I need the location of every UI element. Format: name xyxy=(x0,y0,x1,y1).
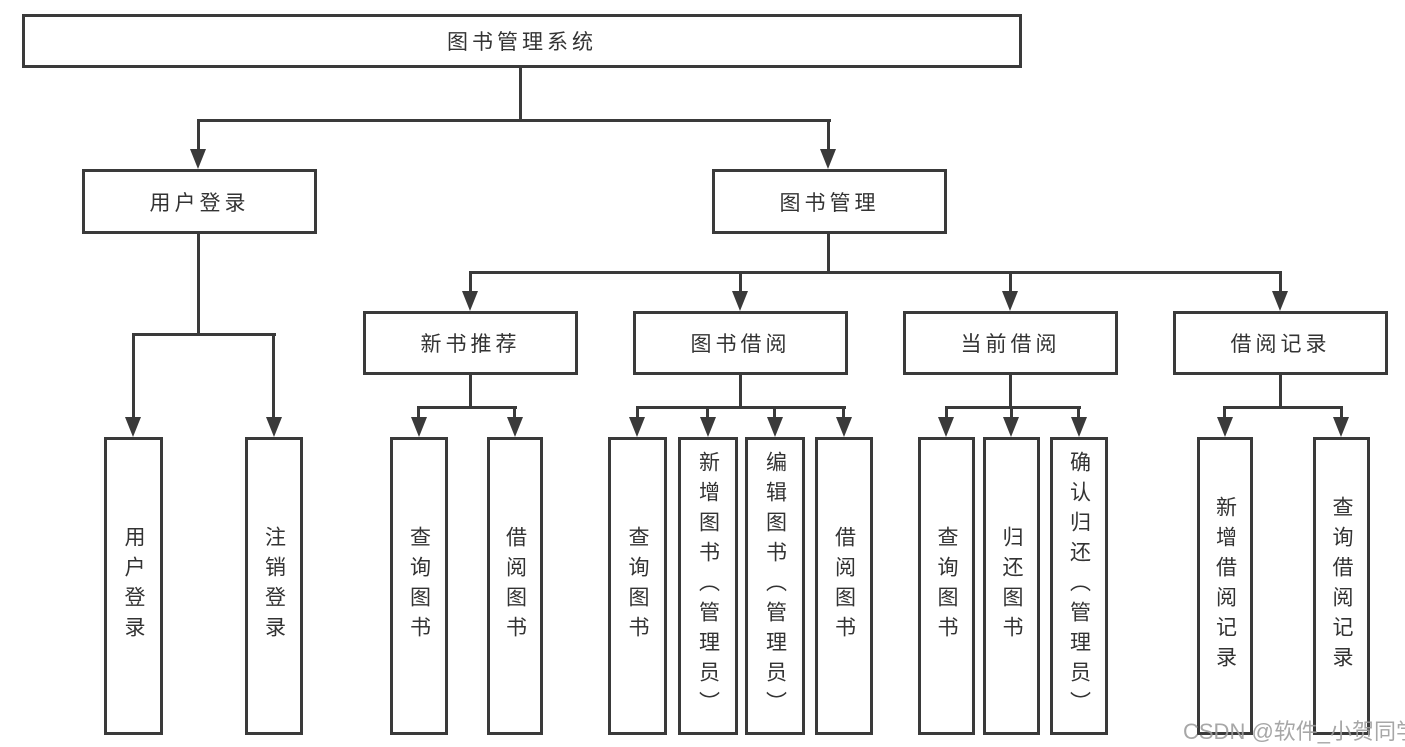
leaf-user-login: 用户登录 xyxy=(104,437,163,735)
arrowhead-borrow-records-leaf1 xyxy=(1217,417,1233,437)
connector-current-borrow-leaf3 xyxy=(1077,406,1080,419)
connector-to-leaf-logout xyxy=(272,333,275,418)
arrowhead-current-borrow-leaf1 xyxy=(938,417,954,437)
leaf-current-query: 查询图书 xyxy=(918,437,975,735)
leaf-current-confirm-admin: 确认归还（管理员） xyxy=(1050,437,1108,735)
connector-borrow-records-leaf2 xyxy=(1340,406,1343,419)
node-current-borrow: 当前借阅 xyxy=(903,311,1118,375)
connector-user-login-stem xyxy=(197,234,200,333)
leaf-borrow-borrow: 借阅图书 xyxy=(815,437,873,735)
connector-book-borrow-hline xyxy=(636,406,846,409)
arrowhead-to-leaf-logout xyxy=(266,417,282,437)
arrowhead-current-borrow-leaf2 xyxy=(1003,417,1019,437)
leaf-logout: 注销登录 xyxy=(245,437,303,735)
leaf-records-add: 新增借阅记录 xyxy=(1197,437,1253,735)
connector-book-mgmt-stem xyxy=(827,234,830,274)
connector-borrow-records-stem xyxy=(1279,375,1282,408)
connector-new-books-stem xyxy=(469,375,472,408)
node-current-borrow-label: 当前借阅 xyxy=(960,333,1061,356)
leaf-current-confirm-admin-label: 确认归还（管理员） xyxy=(1067,451,1091,721)
leaf-borrow-borrow-label: 借阅图书 xyxy=(832,526,856,646)
connector-to-leaf-login xyxy=(132,333,135,418)
arrowhead-book-borrow-leaf4 xyxy=(836,417,852,437)
connector-current-borrow-leaf1 xyxy=(945,406,948,419)
leaf-newbooks-query-label: 查询图书 xyxy=(407,526,431,646)
arrowhead-new-books-leaf2 xyxy=(507,417,523,437)
connector-book-borrow-leaf2 xyxy=(706,406,709,419)
node-new-books-label: 新书推荐 xyxy=(420,333,521,356)
connector-book-borrow-leaf3 xyxy=(773,406,776,419)
leaf-records-query: 查询借阅记录 xyxy=(1313,437,1370,735)
arrowhead-to-leaf-login xyxy=(125,417,141,437)
csdn-watermark: CSDN @软件_小贺同学 xyxy=(1183,719,1405,744)
arrowhead-current-borrow-leaf3 xyxy=(1071,417,1087,437)
connector-to-new-books xyxy=(469,271,472,293)
connector-to-user-login xyxy=(197,119,200,151)
node-library-system-label: 图书管理系统 xyxy=(447,31,597,54)
connector-book-borrow-stem xyxy=(739,375,742,408)
connector-to-borrow-records xyxy=(1279,271,1282,293)
connector-new-books-hline xyxy=(417,406,517,409)
node-book-borrow: 图书借阅 xyxy=(633,311,848,375)
leaf-borrow-query: 查询图书 xyxy=(608,437,667,735)
leaf-newbooks-borrow-label: 借阅图书 xyxy=(503,526,527,646)
leaf-newbooks-borrow: 借阅图书 xyxy=(487,437,543,735)
arrowhead-new-books-leaf1 xyxy=(411,417,427,437)
leaf-borrow-add-admin: 新增图书（管理员） xyxy=(678,437,738,735)
connector-new-books-leaf1 xyxy=(417,406,420,419)
leaf-user-login-label: 用户登录 xyxy=(122,526,145,646)
arrowhead-book-borrow-leaf1 xyxy=(629,417,645,437)
arrowhead-book-borrow-leaf3 xyxy=(767,417,783,437)
node-new-books: 新书推荐 xyxy=(363,311,578,375)
leaf-borrow-edit-admin: 编辑图书（管理员） xyxy=(745,437,805,735)
node-user-login: 用户登录 xyxy=(82,169,317,234)
connector-to-book-mgmt xyxy=(827,119,830,151)
node-library-system: 图书管理系统 xyxy=(22,14,1022,68)
connector-borrow-records-hline xyxy=(1223,406,1343,409)
connector-current-borrow-hline xyxy=(945,406,1081,409)
connector-to-current-borrow xyxy=(1009,271,1012,293)
connector-to-book-borrow xyxy=(739,271,742,293)
node-book-mgmt-label: 图书管理 xyxy=(779,191,880,215)
connector-book-mgmt-hline xyxy=(469,271,1282,274)
leaf-borrow-add-admin-label: 新增图书（管理员） xyxy=(696,451,720,721)
node-user-login-label: 用户登录 xyxy=(149,191,250,215)
arrowhead-to-book-mgmt xyxy=(820,149,836,169)
connector-book-borrow-leaf1 xyxy=(636,406,639,419)
leaf-records-query-label: 查询借阅记录 xyxy=(1330,496,1353,676)
leaf-current-query-label: 查询图书 xyxy=(935,526,958,646)
node-book-borrow-label: 图书借阅 xyxy=(690,333,791,356)
connector-root-hline xyxy=(197,119,831,122)
arrowhead-to-borrow-records xyxy=(1272,291,1288,311)
connector-user-login-hline xyxy=(132,333,276,336)
node-borrow-records: 借阅记录 xyxy=(1173,311,1388,375)
arrowhead-to-user-login xyxy=(190,149,206,169)
leaf-current-return: 归还图书 xyxy=(983,437,1040,735)
arrowhead-to-book-borrow xyxy=(732,291,748,311)
connector-book-borrow-leaf4 xyxy=(842,406,845,419)
arrowhead-to-current-borrow xyxy=(1002,291,1018,311)
connector-current-borrow-stem xyxy=(1009,375,1012,408)
leaf-borrow-query-label: 查询图书 xyxy=(626,526,649,646)
connector-root-stem xyxy=(519,68,522,120)
arrowhead-book-borrow-leaf2 xyxy=(700,417,716,437)
connector-new-books-leaf2 xyxy=(513,406,516,419)
arrowhead-borrow-records-leaf2 xyxy=(1333,417,1349,437)
connector-borrow-records-leaf1 xyxy=(1223,406,1226,419)
node-book-mgmt: 图书管理 xyxy=(712,169,947,234)
leaf-newbooks-query: 查询图书 xyxy=(390,437,448,735)
leaf-logout-label: 注销登录 xyxy=(262,526,286,646)
connector-current-borrow-leaf2 xyxy=(1010,406,1013,419)
leaf-borrow-edit-admin-label: 编辑图书（管理员） xyxy=(763,451,787,721)
leaf-records-add-label: 新增借阅记录 xyxy=(1213,496,1237,676)
arrowhead-to-new-books xyxy=(462,291,478,311)
node-borrow-records-label: 借阅记录 xyxy=(1230,333,1331,356)
leaf-current-return-label: 归还图书 xyxy=(1000,526,1023,646)
